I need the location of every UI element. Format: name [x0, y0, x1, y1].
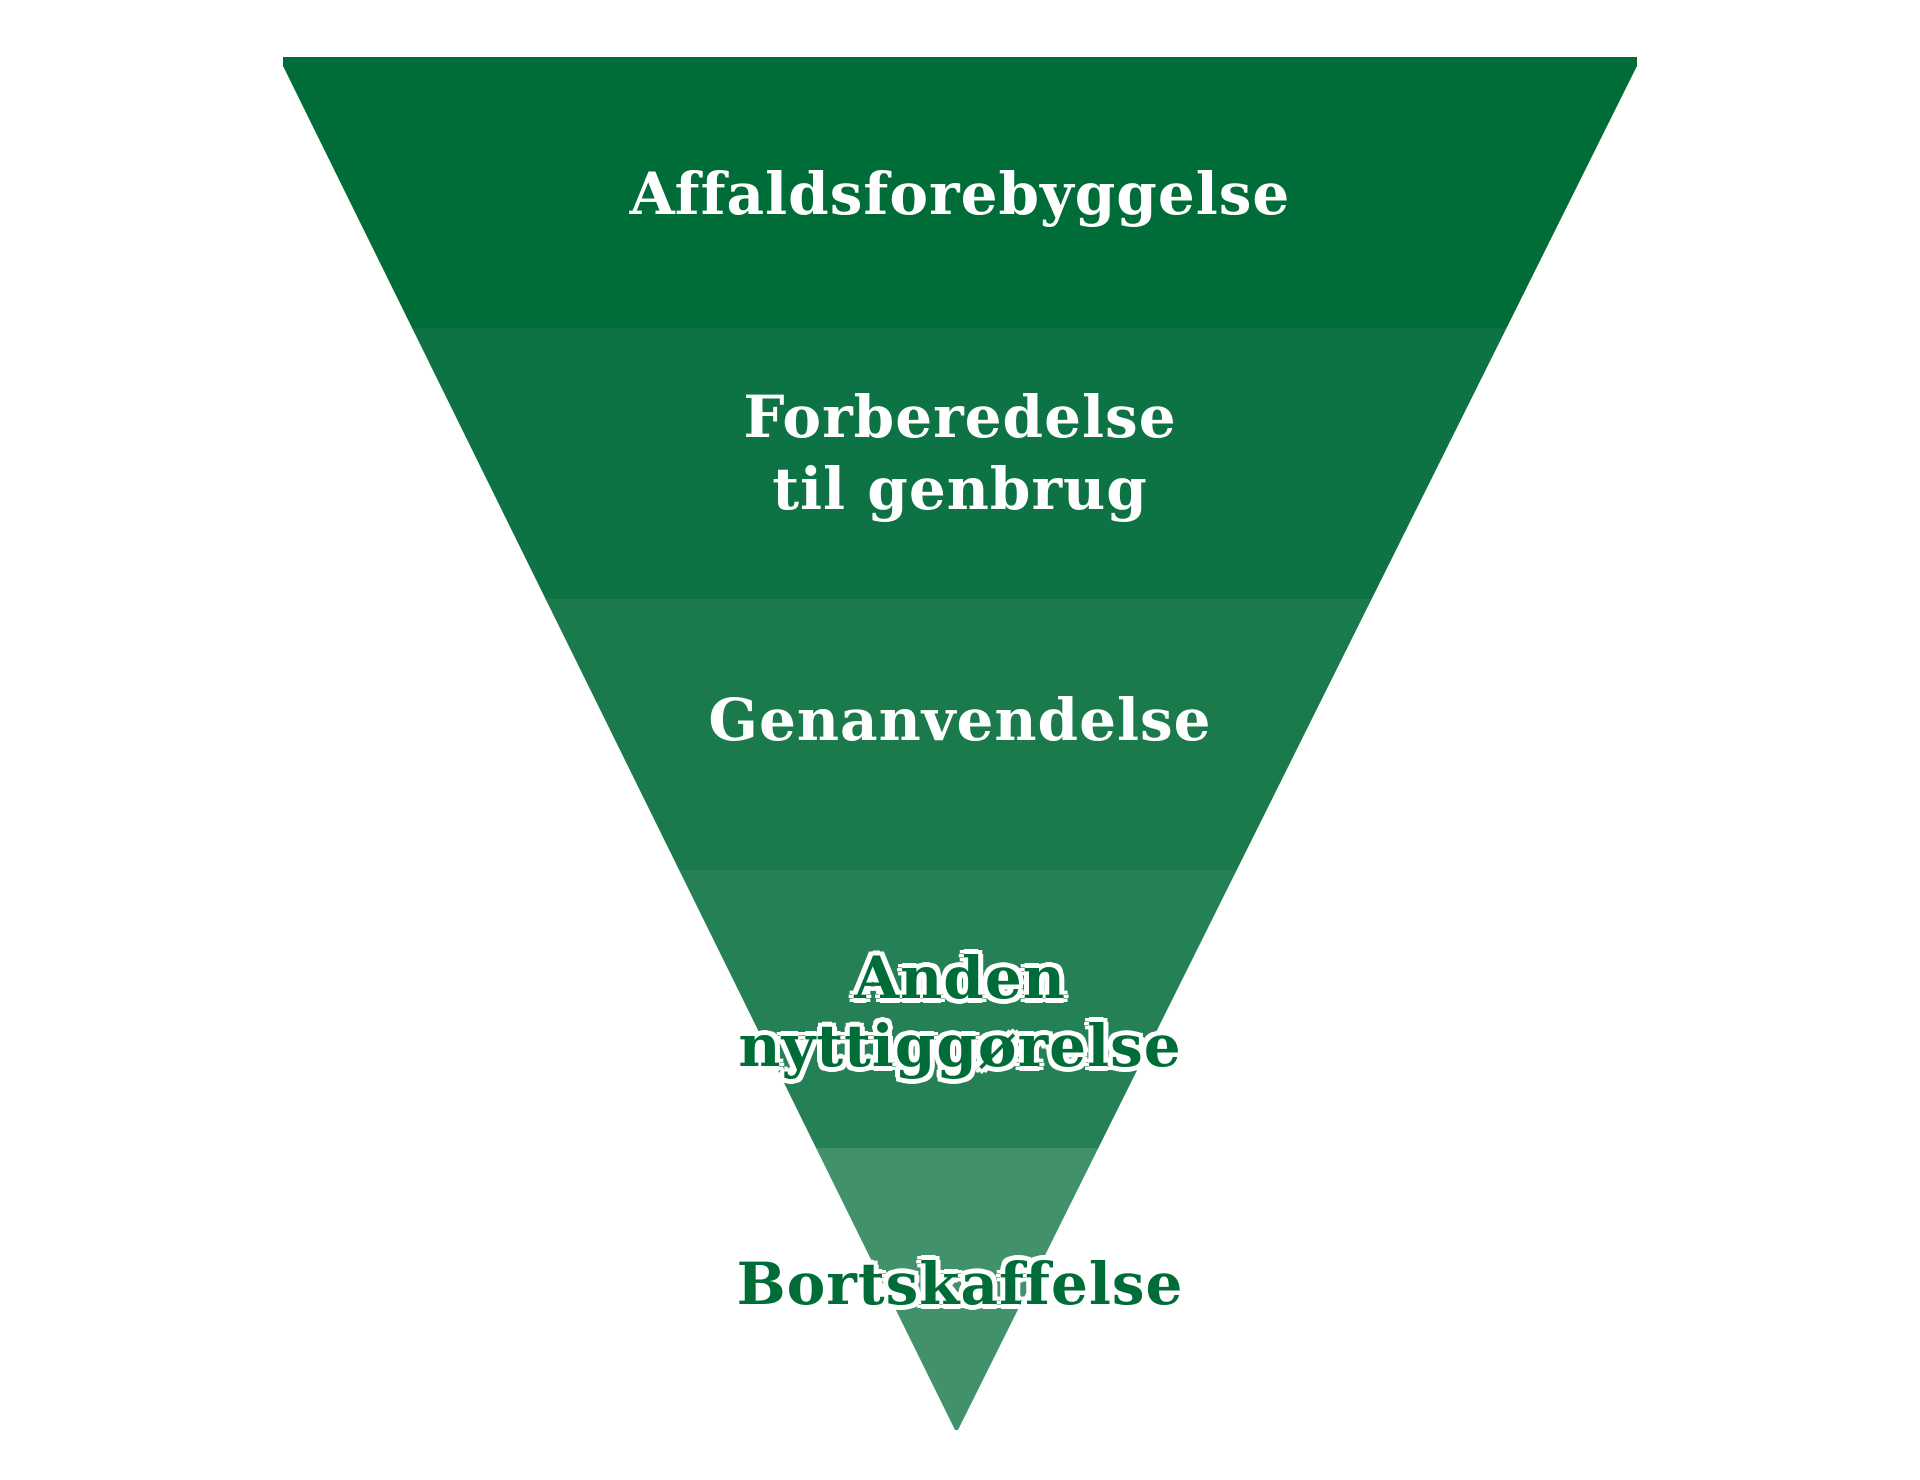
level-3-label: Genanvendelse — [0, 684, 1920, 756]
level-5-line-1: Bortskaffelse — [736, 1250, 1184, 1318]
level-2-line-2: til genbrug — [772, 455, 1148, 523]
level-3-line-1: Genanvendelse — [708, 686, 1212, 754]
level-4-line-2: nyttiggørelse — [738, 1012, 1182, 1080]
level-2-label: Forberedelse til genbrug — [0, 381, 1920, 525]
level-4-line-1: Anden — [854, 944, 1066, 1012]
level-1-band — [283, 57, 1637, 329]
level-4-label: Anden nyttiggørelse — [0, 942, 1920, 1082]
level-2-line-1: Forberedelse — [743, 383, 1177, 451]
level-1-label: Affaldsforebyggelse — [0, 158, 1920, 230]
level-1-line-1: Affaldsforebyggelse — [629, 160, 1291, 228]
level-5-label: Bortskaffelse — [0, 1248, 1920, 1320]
